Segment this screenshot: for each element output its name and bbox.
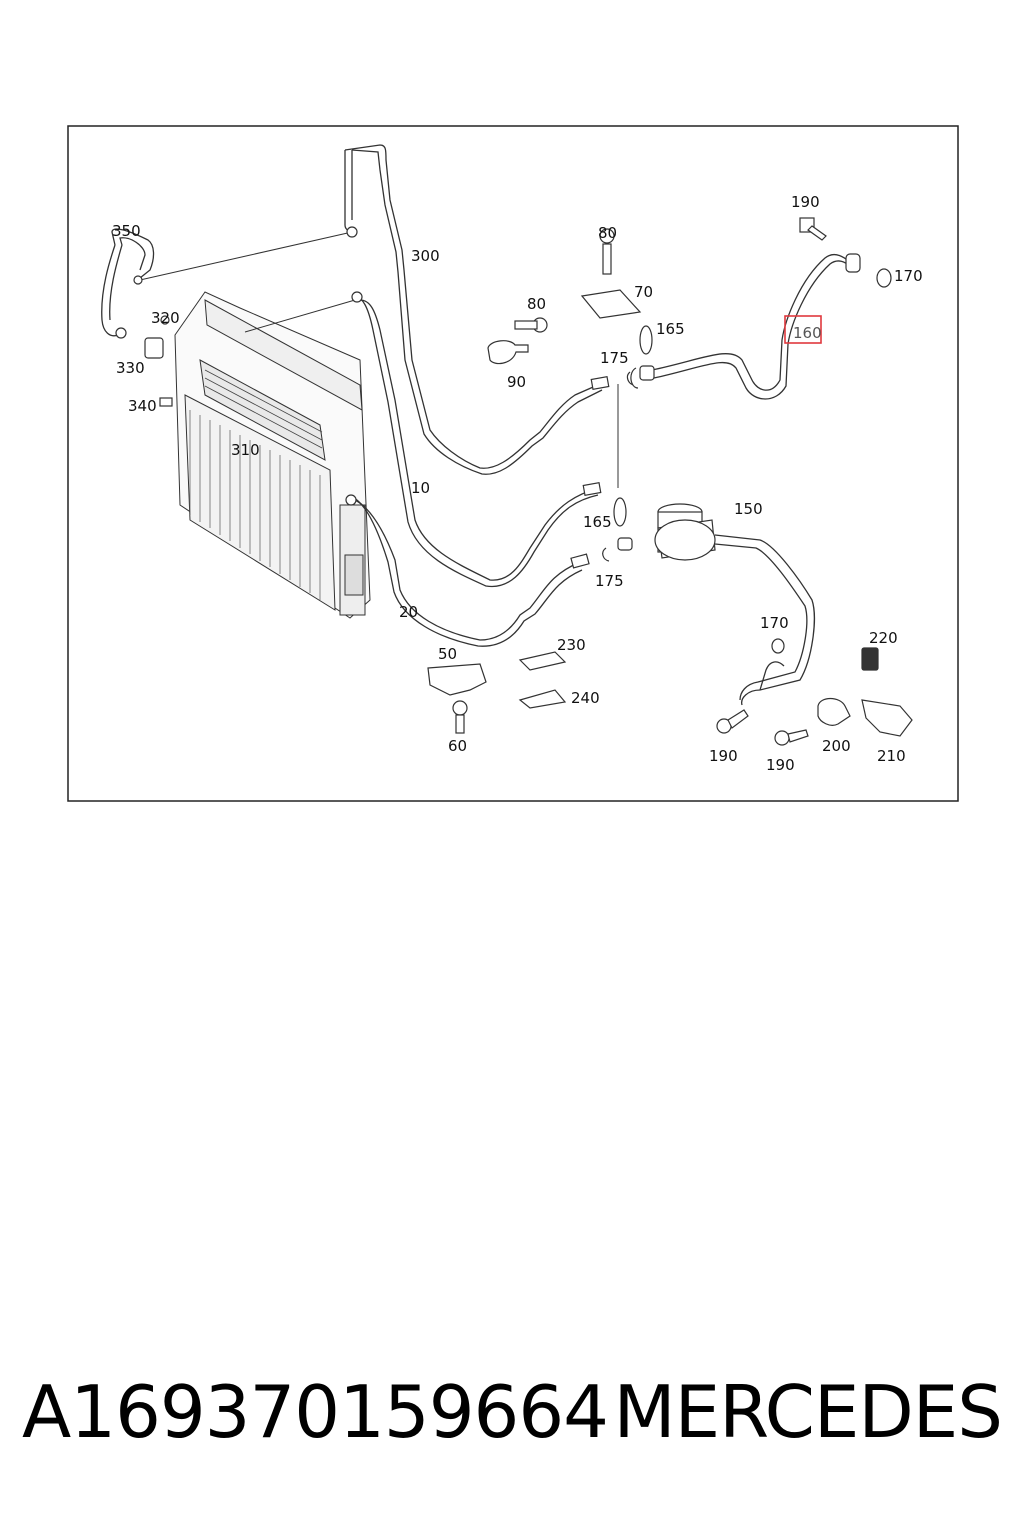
parts-diagram: 350 320 330 340 310 300 80 80 70 90 165 …: [67, 125, 959, 802]
callout-200: 200: [822, 737, 851, 755]
highlight-box-160: [784, 315, 822, 344]
callout-175-top: 175: [600, 349, 629, 367]
condenser-radiator: [174, 291, 371, 619]
refrigerant-lines: [101, 144, 851, 706]
callout-170-bottom: 170: [760, 614, 789, 632]
callout-90: 90: [507, 373, 526, 391]
callout-175-mid: 175: [595, 572, 624, 590]
part-number: A169370159664: [22, 1370, 609, 1454]
callout-165-top: 165: [656, 320, 685, 338]
callout-190-bottom: 190: [766, 756, 795, 774]
callout-320: 320: [151, 309, 180, 327]
callout-350: 350: [112, 222, 141, 240]
callout-10: 10: [411, 479, 430, 497]
callout-310: 310: [231, 441, 260, 459]
callout-220: 220: [869, 629, 898, 647]
callout-50: 50: [438, 645, 457, 663]
callout-230: 230: [557, 636, 586, 654]
callout-165-mid: 165: [583, 513, 612, 531]
callout-60: 60: [448, 737, 467, 755]
callout-300: 300: [411, 247, 440, 265]
callout-150: 150: [734, 500, 763, 518]
caption: A169370159664 MERCEDES: [0, 1370, 1024, 1480]
callout-190-bottom-left: 190: [709, 747, 738, 765]
callout-340: 340: [128, 397, 157, 415]
callout-240: 240: [571, 689, 600, 707]
small-parts: [115, 217, 913, 746]
callout-80-top: 80: [598, 224, 617, 242]
callout-20: 20: [399, 603, 418, 621]
callout-labels: 350 320 330 340 310 300 80 80 70 90 165 …: [112, 193, 923, 774]
callout-170-top: 170: [894, 267, 923, 285]
callout-160: 160: [793, 324, 822, 342]
callout-190-top: 190: [791, 193, 820, 211]
callout-70: 70: [634, 283, 653, 301]
brand-name: MERCEDES: [613, 1370, 1003, 1454]
callout-210: 210: [877, 747, 906, 765]
callout-330: 330: [116, 359, 145, 377]
callout-80: 80: [527, 295, 546, 313]
